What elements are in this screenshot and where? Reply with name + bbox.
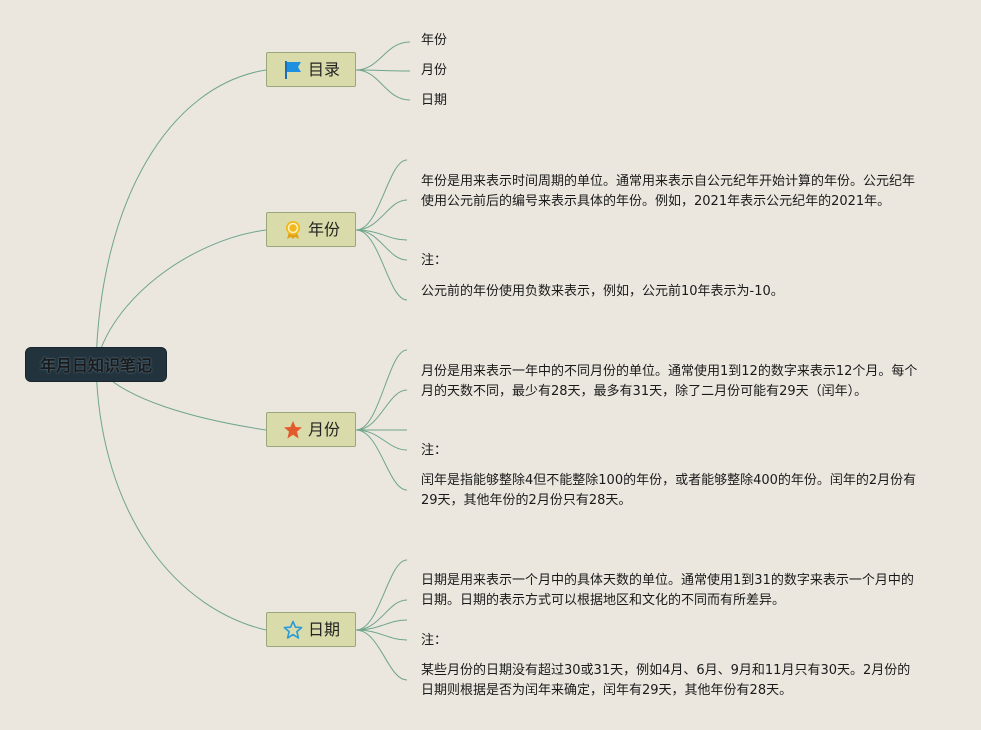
month-note: 闰年是指能够整除4但不能整除100的年份，或者能够整除400的年份。闰年的2月份… (421, 473, 917, 508)
day-description: 日期是用来表示一个月中的具体天数的单位。通常使用1到31的数字来表示一个月中的日… (421, 573, 914, 608)
star-outline-icon (282, 619, 304, 641)
connector-toc-2 (355, 69, 411, 72)
toc-item-month[interactable]: 月份 (421, 63, 448, 78)
connector-toc-3 (355, 69, 411, 101)
connector-day-1 (355, 559, 408, 631)
connector-year-5 (355, 229, 408, 301)
branch-day[interactable]: 日期 (266, 612, 356, 647)
connector-root-toc (95, 69, 267, 366)
connector-day-4 (355, 629, 408, 641)
year-note-label: 注： (421, 253, 448, 268)
connector-day-3 (355, 619, 408, 631)
connector-root-day (95, 364, 267, 631)
year-note: 公元前的年份使用负数来表示，例如，公元前10年表示为-10。 (421, 284, 784, 299)
day-note-label: 注： (421, 633, 448, 648)
medal-icon (282, 219, 304, 241)
connector-toc-1 (355, 41, 411, 71)
connector-month-1 (355, 349, 408, 431)
toc-item-year[interactable]: 年份 (421, 33, 448, 48)
connector-month-5 (355, 429, 408, 491)
connector-month-2 (355, 389, 408, 431)
toc-item-day[interactable]: 日期 (421, 93, 448, 108)
flag-icon (282, 59, 304, 81)
connector-month-4 (355, 429, 408, 451)
year-description: 年份是用来表示时间周期的单位。通常用来表示自公元纪年开始计算的年份。公元纪年使用… (421, 174, 916, 209)
branch-year-title: 年份 (307, 219, 340, 239)
connector-root-year (95, 229, 267, 366)
connector-day-5 (355, 629, 408, 681)
branch-month[interactable]: 月份 (266, 412, 356, 447)
connector-year-2 (355, 199, 408, 231)
branch-year[interactable]: 年份 (266, 212, 356, 247)
branch-toc[interactable]: 目录 (266, 52, 356, 87)
month-description: 月份是用来表示一年中的不同月份的单位。通常使用1到12的数字来表示12个月。每个… (421, 364, 918, 399)
root-node[interactable]: 年月日知识笔记 (25, 347, 167, 382)
branch-toc-title: 目录 (307, 59, 340, 79)
day-note: 某些月份的日期没有超过30或31天，例如4月、6月、9月和11月只有30天。2月… (421, 663, 911, 698)
star-icon (282, 419, 304, 441)
branch-month-title: 月份 (307, 419, 340, 439)
month-note-label: 注： (421, 443, 448, 458)
connector-day-2 (355, 599, 408, 631)
connector-year-1 (355, 159, 408, 231)
root-title: 年月日知识笔记 (39, 356, 152, 375)
connector-year-4 (355, 229, 408, 261)
branch-day-title: 日期 (307, 619, 340, 639)
